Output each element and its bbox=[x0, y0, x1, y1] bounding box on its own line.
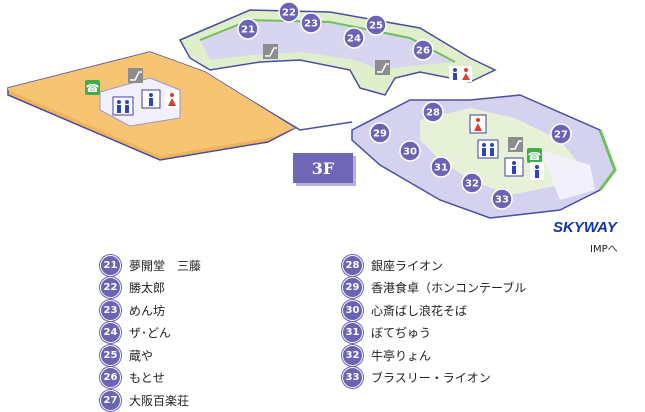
legend-item[interactable]: 29 香港食卓（ホンコンテーブル bbox=[342, 277, 526, 300]
legend-store-name: 香港食卓（ホンコンテーブル bbox=[371, 281, 527, 296]
store-pin-number: 26 bbox=[416, 46, 430, 57]
store-pin-number: 30 bbox=[403, 147, 417, 158]
floor-label: 3F bbox=[293, 153, 353, 183]
store-pin-28[interactable]: 28 bbox=[422, 101, 444, 123]
store-pin-number: 22 bbox=[282, 8, 296, 19]
legend-store-name: 心斎ばし浪花そば bbox=[371, 303, 468, 318]
legend-item[interactable]: 32 牛亭りょん bbox=[342, 344, 526, 367]
legend-number: 28 bbox=[342, 254, 363, 276]
escalator-icon bbox=[128, 68, 143, 83]
store-pin-number: 33 bbox=[495, 195, 509, 206]
store-pin-number: 21 bbox=[241, 25, 255, 36]
legend-item[interactable]: 28 銀座ライオン bbox=[342, 254, 526, 277]
restroom-icon bbox=[477, 139, 499, 159]
legend-store-name: 銀座ライオン bbox=[371, 258, 444, 273]
store-pin-26[interactable]: 26 bbox=[412, 39, 434, 61]
legend-store-name: 大阪百楽荘 bbox=[129, 393, 190, 408]
legend-item[interactable]: 24 ザ･どん bbox=[100, 322, 201, 345]
legend-item[interactable]: 26 もとせ bbox=[100, 367, 201, 390]
legend-number: 27 bbox=[100, 389, 121, 411]
store-pin-21[interactable]: 21 bbox=[237, 18, 259, 40]
store-pin-number: 28 bbox=[426, 108, 440, 119]
store-pin-number: 24 bbox=[347, 34, 361, 45]
store-pin-number: 31 bbox=[434, 163, 448, 174]
legend-number: 33 bbox=[342, 367, 363, 389]
male-restroom-icon bbox=[449, 66, 461, 82]
legend-column-left: 21 夢開堂 三藤 22 勝太郎 23 めん坊 24 ザ･どん 25 蔵や 26 もとせ 2… bbox=[100, 254, 201, 412]
legend-store-name: 夢開堂 三藤 bbox=[129, 258, 202, 273]
female-restroom-icon bbox=[165, 90, 179, 108]
phone-icon: ☎ bbox=[85, 80, 100, 95]
store-pin-32[interactable]: 32 bbox=[461, 172, 483, 194]
floor-map: ☎ bbox=[7, 1, 617, 219]
legend-store-name: 牛亭りょん bbox=[371, 348, 432, 363]
store-pin-23[interactable]: 23 bbox=[300, 12, 322, 34]
accessible-restroom-icon bbox=[504, 157, 524, 177]
legend-store-name: ぼてぢゅう bbox=[371, 326, 432, 341]
store-pin-22[interactable]: 22 bbox=[278, 1, 300, 23]
store-pin-number: 25 bbox=[369, 21, 383, 32]
female-restroom-icon bbox=[469, 114, 487, 134]
svg-text:☎: ☎ bbox=[86, 82, 100, 95]
legend-item[interactable]: 25 蔵や bbox=[100, 344, 201, 367]
legend-store-name: 勝太郎 bbox=[129, 281, 166, 296]
legend-number: 24 bbox=[100, 322, 121, 344]
legend-number: 31 bbox=[342, 322, 363, 344]
store-pin-number: 32 bbox=[465, 179, 479, 190]
store-pin-number: 23 bbox=[304, 19, 318, 30]
legend-number: 29 bbox=[342, 277, 363, 299]
escalator-icon bbox=[263, 44, 278, 59]
legend-number: 23 bbox=[100, 299, 121, 321]
upper-walkway bbox=[178, 9, 497, 96]
store-pin-27[interactable]: 27 bbox=[550, 123, 572, 145]
accessible-restroom-icon bbox=[141, 89, 161, 109]
store-pin-24[interactable]: 24 bbox=[343, 27, 365, 49]
legend-item[interactable]: 22 勝太郎 bbox=[100, 277, 201, 300]
store-pin-31[interactable]: 31 bbox=[430, 156, 452, 178]
skyway-subtitle: IMPへ bbox=[590, 244, 618, 255]
phone-icon: ☎ bbox=[527, 148, 542, 163]
legend-item[interactable]: 30 心斎ばし浪花そば bbox=[342, 299, 526, 322]
female-restroom-icon bbox=[460, 66, 472, 82]
legend-number: 30 bbox=[342, 299, 363, 321]
legend-number: 25 bbox=[100, 344, 121, 366]
svg-text:☎: ☎ bbox=[528, 150, 542, 163]
legend-number: 26 bbox=[100, 367, 121, 389]
legend-column-right: 28 銀座ライオン 29 香港食卓（ホンコンテーブル 30 心斎ばし浪花そば 31 ぼて… bbox=[342, 254, 526, 389]
restroom-icon bbox=[112, 96, 134, 116]
legend-store-name: めん坊 bbox=[129, 303, 166, 318]
store-pin-number: 29 bbox=[373, 129, 387, 140]
legend-store-name: ブラスリー・ライオン bbox=[371, 371, 491, 386]
legend-number: 32 bbox=[342, 344, 363, 366]
escalator-icon bbox=[508, 137, 523, 152]
male-restroom-icon bbox=[530, 162, 544, 180]
escalator-icon bbox=[375, 60, 390, 75]
legend-item[interactable]: 27 大阪百楽荘 bbox=[100, 389, 201, 412]
legend-item[interactable]: 33 ブラスリー・ライオン bbox=[342, 367, 526, 390]
store-pin-29[interactable]: 29 bbox=[369, 122, 391, 144]
skyway-title: SKYWAY bbox=[553, 219, 617, 236]
store-pin-25[interactable]: 25 bbox=[365, 14, 387, 36]
store-pin-33[interactable]: 33 bbox=[491, 188, 513, 210]
legend-store-name: もとせ bbox=[129, 371, 165, 386]
legend-store-name: 蔵や bbox=[129, 348, 154, 363]
store-pin-30[interactable]: 30 bbox=[399, 140, 421, 162]
legend-store-name: ザ･どん bbox=[129, 326, 172, 341]
legend-item[interactable]: 23 めん坊 bbox=[100, 299, 201, 322]
legend-item[interactable]: 31 ぼてぢゅう bbox=[342, 322, 526, 345]
legend-number: 22 bbox=[100, 277, 121, 299]
legend-item[interactable]: 21 夢開堂 三藤 bbox=[100, 254, 201, 277]
store-pin-number: 27 bbox=[554, 130, 568, 141]
legend-number: 21 bbox=[100, 254, 121, 276]
